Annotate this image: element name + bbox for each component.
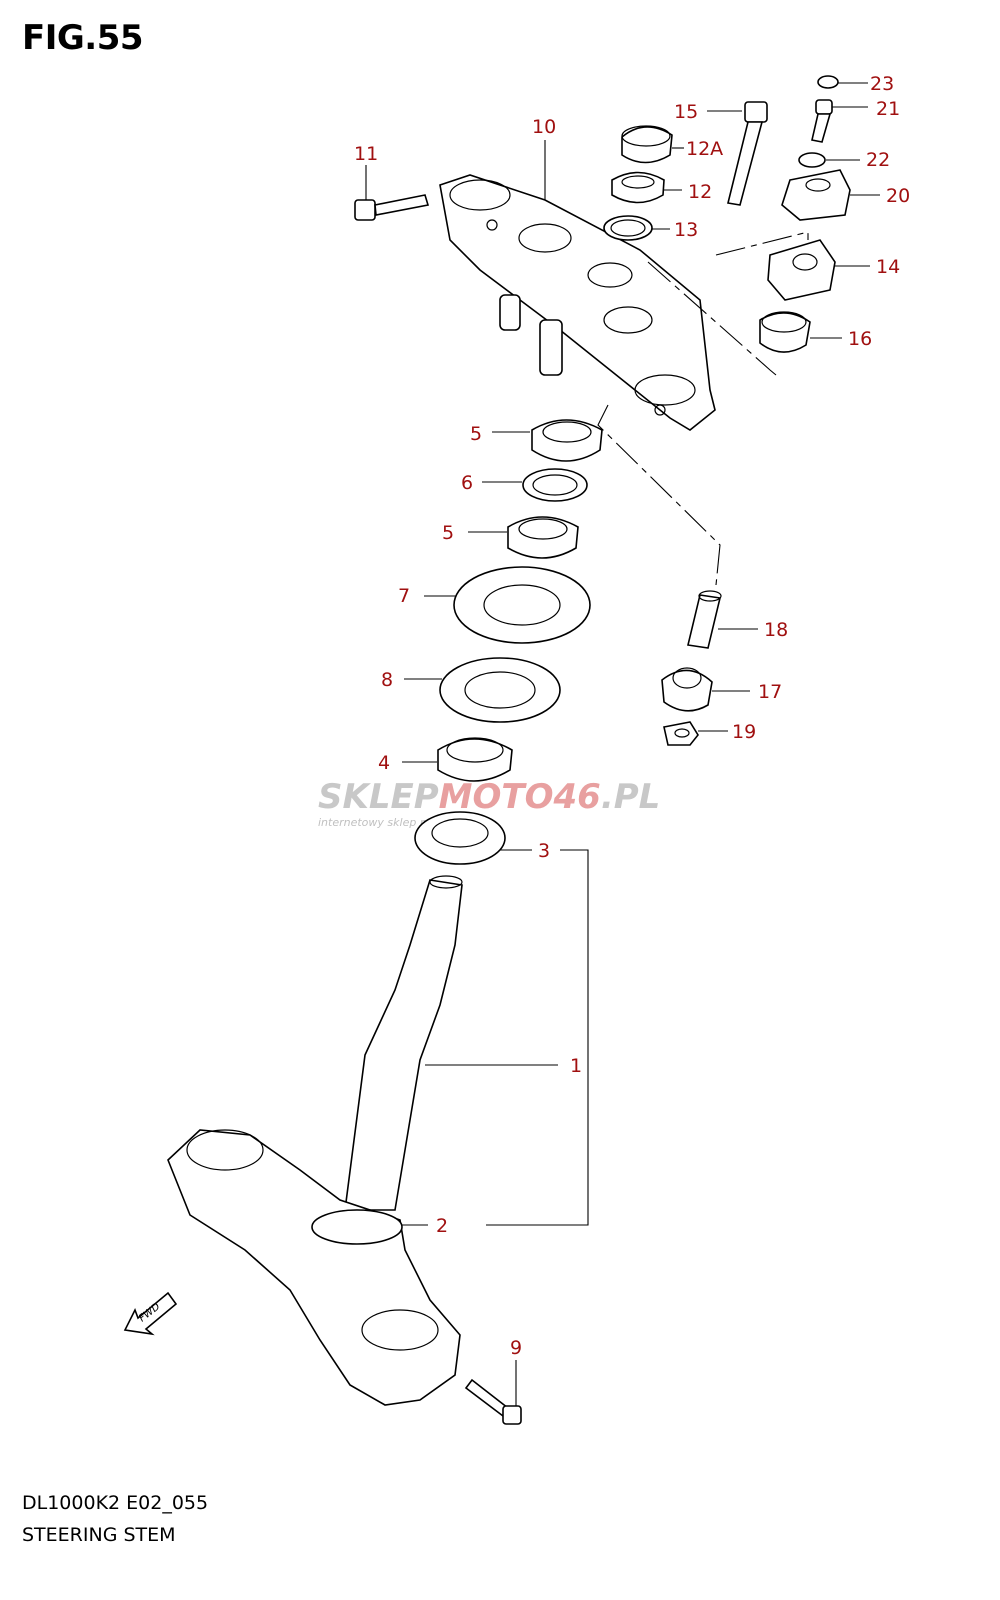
part-18-spacer: [687, 590, 722, 649]
callout-12A: 12A: [686, 138, 723, 160]
part-19-nut: [663, 721, 699, 746]
callout-15: 15: [674, 101, 698, 123]
part-16-damper: [759, 311, 811, 353]
footer-diagram-code: DL1000K2 E02_055: [22, 1492, 209, 1514]
callout-4: 4: [378, 752, 390, 774]
callout-23: 23: [870, 73, 894, 95]
callout-5-lower: 5: [442, 522, 454, 544]
fwd-arrow-icon: FWD: [123, 1291, 178, 1336]
callout-13: 13: [674, 219, 698, 241]
part-2-dust-seal: [311, 1209, 403, 1245]
callout-12: 12: [688, 181, 712, 203]
part-17-grommet: [661, 667, 713, 712]
part-4-bearing: [437, 737, 513, 782]
part-13-washer: [603, 215, 653, 241]
callout-10: 10: [532, 116, 556, 138]
callout-5-upper: 5: [470, 423, 482, 445]
part-11-bolt: [354, 194, 430, 221]
part-6-washer: [522, 468, 588, 502]
callout-19: 19: [732, 721, 756, 743]
part-5-nut-upper: [531, 419, 603, 462]
callout-labels: 23 15 21 12A 22 11 10 12 20 13 14 16 5 6…: [354, 73, 910, 1359]
callout-21: 21: [876, 98, 900, 120]
callout-1: 1: [570, 1055, 582, 1077]
part-20-clamp: [781, 169, 851, 221]
callout-14: 14: [876, 256, 900, 278]
callout-3: 3: [538, 840, 550, 862]
part-9-bolt: [464, 1378, 522, 1425]
callout-16: 16: [848, 328, 872, 350]
part-7-dust-seal: [453, 566, 591, 644]
part-12a-cap: [621, 125, 673, 164]
part-22-washer: [798, 152, 826, 168]
part-21-screw: [811, 99, 833, 143]
callout-17: 17: [758, 681, 782, 703]
part-8-race: [439, 657, 561, 723]
part-14-holder: [767, 239, 836, 301]
part-12-nut: [611, 171, 665, 204]
part-23-cap: [817, 75, 839, 89]
callout-11: 11: [354, 143, 378, 165]
callout-7: 7: [398, 585, 410, 607]
part-10-upper-bracket: [439, 174, 716, 431]
figure-title: FIG.55: [22, 18, 144, 58]
callout-20: 20: [886, 185, 910, 207]
callout-22: 22: [866, 149, 890, 171]
part-3-bearing: [414, 811, 506, 865]
callout-6: 6: [461, 472, 473, 494]
callout-2: 2: [436, 1215, 448, 1237]
footer-diagram-name: STEERING STEM: [22, 1524, 176, 1546]
callout-18: 18: [764, 619, 788, 641]
part-5-nut-lower: [507, 516, 579, 559]
part-15-bolt: [727, 101, 768, 206]
part-1-steering-stem: [167, 875, 463, 1406]
callout-9: 9: [510, 1337, 522, 1359]
svg-text:SKLEPMOTO46.PL: SKLEPMOTO46.PL: [318, 777, 660, 817]
callout-8: 8: [381, 669, 393, 691]
leader-lines: [365, 82, 880, 1406]
